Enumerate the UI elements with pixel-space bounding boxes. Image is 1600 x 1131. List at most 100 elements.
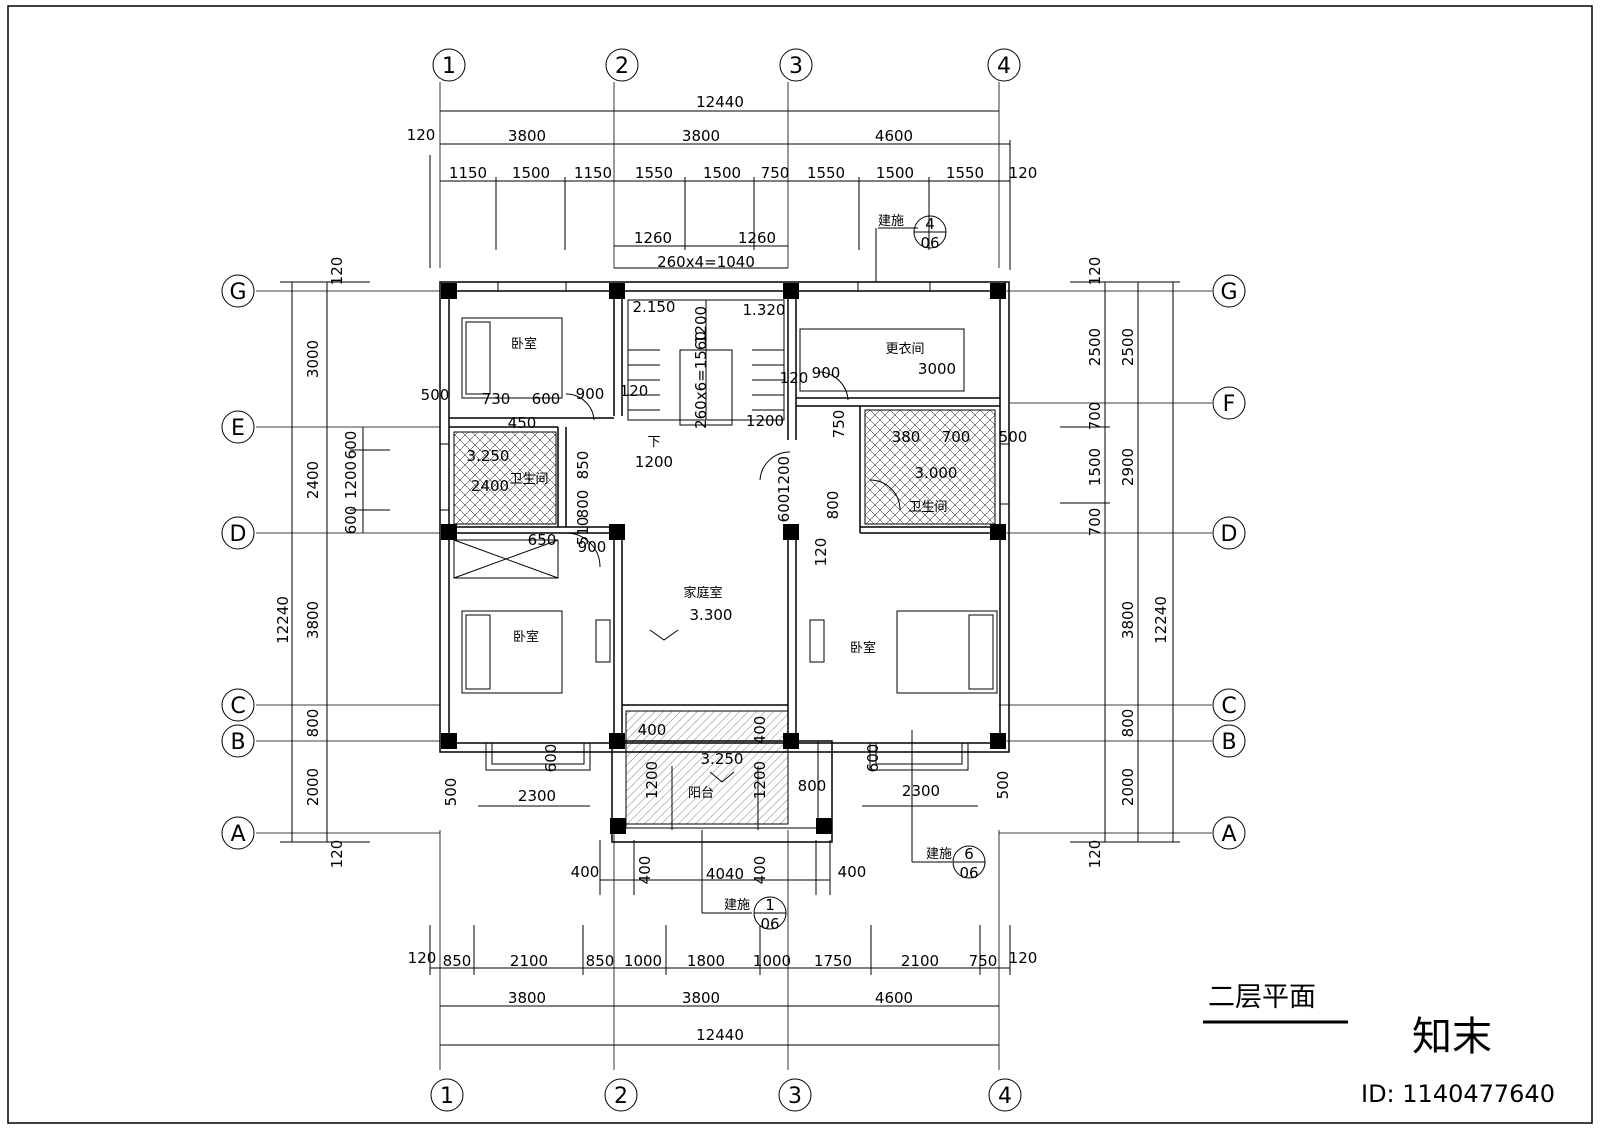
svg-text:2400: 2400 [304,461,322,499]
svg-text:400: 400 [838,863,867,881]
svg-text:C: C [230,694,245,719]
bathroom-tiling [453,409,996,525]
svg-text:380: 380 [892,428,921,446]
axis-bubble-D-left: D [221,516,255,550]
svg-text:800: 800 [824,491,842,520]
svg-text:1200: 1200 [643,761,661,799]
svg-text:2100: 2100 [901,952,939,970]
svg-text:3.300: 3.300 [690,606,733,624]
svg-text:1: 1 [442,54,456,79]
svg-text:D: D [1221,522,1238,547]
callout-6-06: 建施 6 06 [911,730,986,882]
svg-text:600: 600 [342,431,360,460]
svg-text:1200: 1200 [751,761,769,799]
svg-text:900: 900 [578,538,607,556]
svg-text:750: 750 [830,410,848,439]
svg-text:2: 2 [615,54,629,79]
axis-bubble-G-left: G [221,274,255,308]
svg-text:2.150: 2.150 [633,298,676,316]
axis-bubble-B-right: B [1212,724,1246,758]
room-bathroom-1: 卫生间 [509,472,548,487]
room-bedroom-2: 卧室 [513,629,539,645]
svg-text:120: 120 [812,538,830,567]
staircase [627,299,785,426]
svg-text:260x4=1040: 260x4=1040 [657,253,755,271]
svg-text:2900: 2900 [1119,448,1137,486]
svg-text:1000: 1000 [753,952,791,970]
svg-text:600: 600 [864,744,882,773]
svg-text:120: 120 [1086,257,1104,286]
svg-text:4: 4 [997,54,1011,79]
svg-text:3.000: 3.000 [915,464,958,482]
svg-text:A: A [230,822,245,847]
svg-text:2300: 2300 [902,782,940,800]
svg-text:1200: 1200 [746,412,784,430]
axis-bubble-4-top: 4 [987,48,1021,82]
axis-bubble-B-left: B [221,724,255,758]
svg-text:120: 120 [1086,840,1104,869]
right-dimension-chains: 120 2500 2500 700 1500 2900 700 12240 38… [994,257,1180,869]
svg-text:06: 06 [959,864,978,882]
svg-text:510: 510 [574,517,592,546]
inner-dimensions: 500 730 600 900 120 450 2400 850 800 510… [421,306,1028,830]
axis-bubble-4-bottom: 4 [988,1078,1022,1112]
drawing-title: 二层平面 [1208,982,1316,1013]
axis-bubbles: 1 2 3 4 1 2 3 4 G E D C B A G F D C B A [221,48,1246,1112]
svg-text:900: 900 [576,385,605,403]
axis-bubble-1-top: 1 [432,48,466,82]
svg-text:1150: 1150 [574,164,612,182]
svg-text:450: 450 [508,414,537,432]
brand-logo-text: 知末 [1412,1014,1492,1060]
svg-text:12440: 12440 [696,1026,744,1044]
svg-text:400: 400 [751,716,769,745]
furniture-small [453,539,825,663]
axis-bubble-D-right: D [1212,516,1246,550]
callout-1-06: 建施 1 06 [701,830,787,933]
closet-wardrobe [799,328,965,392]
svg-text:3: 3 [789,54,803,79]
svg-text:120: 120 [408,949,437,967]
svg-text:2400: 2400 [471,477,509,495]
svg-text:120: 120 [1009,949,1038,967]
svg-text:3.250: 3.250 [701,750,744,768]
svg-text:B: B [230,730,245,755]
svg-text:120: 120 [780,369,809,387]
balcony-area [611,710,833,843]
svg-text:120: 120 [328,257,346,286]
svg-text:2100: 2100 [510,952,548,970]
svg-text:B: B [1221,730,1236,755]
axis-bubble-2-bottom: 2 [604,1078,638,1112]
svg-text:800: 800 [304,709,322,738]
svg-text:D: D [230,522,247,547]
svg-text:1200: 1200 [692,306,710,344]
svg-text:750: 750 [969,952,998,970]
axis-bubble-A-right: A [1212,816,1246,850]
svg-text:1200: 1200 [635,453,673,471]
svg-text:3800: 3800 [508,989,546,1007]
svg-text:700: 700 [942,428,971,446]
room-bedroom-3: 卧室 [850,640,876,656]
svg-text:500: 500 [999,428,1028,446]
axis-bubble-A-left: A [221,816,255,850]
svg-text:4: 4 [925,215,935,233]
svg-text:120: 120 [328,840,346,869]
svg-text:400: 400 [571,863,600,881]
svg-text:2500: 2500 [1086,328,1104,366]
sheet-border [7,5,1593,1124]
stair-down-label: 下 [647,435,660,450]
svg-text:建施: 建施 [724,898,750,913]
svg-text:1200: 1200 [342,461,360,499]
room-bathroom-2: 卫生间 [908,500,947,515]
left-dimension-chains: 120 3000 2400 12240 3800 800 2000 120 60… [274,257,460,869]
svg-text:800: 800 [1119,709,1137,738]
svg-text:G: G [1220,280,1237,305]
svg-text:3800: 3800 [304,601,322,639]
svg-text:500: 500 [442,778,460,807]
svg-text:4040: 4040 [706,865,744,883]
svg-text:06: 06 [760,915,779,933]
axis-bubble-3-top: 3 [779,48,813,82]
bay-windows [485,743,969,771]
svg-text:E: E [231,416,245,441]
svg-text:750: 750 [761,164,790,182]
